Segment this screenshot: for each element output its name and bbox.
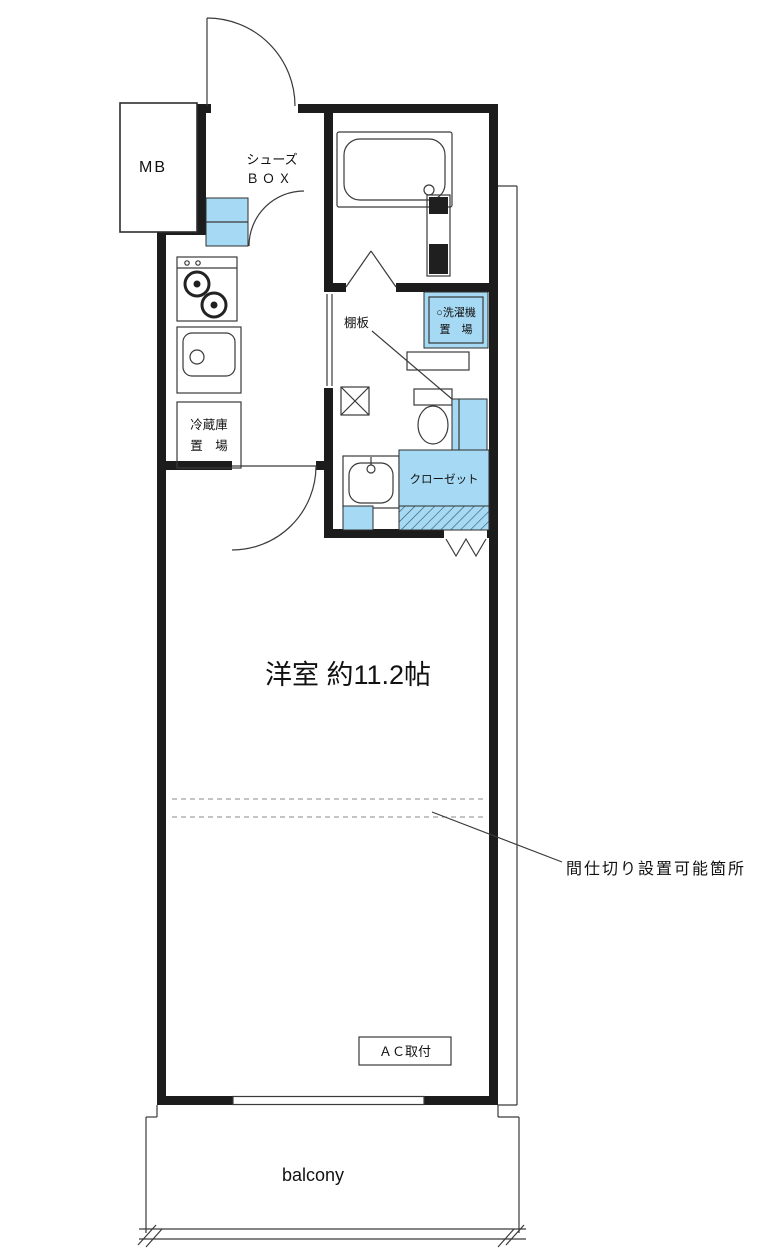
washbasin-cabinet: [342, 505, 374, 531]
washbasin-bowl: [348, 462, 394, 504]
stove-burner-2: [200, 291, 228, 319]
entrance-door-swing: [206, 17, 296, 107]
stove-burner-1: [183, 270, 211, 298]
wall-bottom-left: [157, 1096, 233, 1105]
fridge-place: [176, 401, 242, 469]
wall-right: [489, 104, 498, 1105]
wall-bottom-right: [424, 1096, 498, 1105]
stove-knob-2: [195, 260, 201, 266]
shelf-board-leader-line: [371, 330, 460, 406]
washer-place-label-line2: 置 場: [440, 323, 473, 336]
kitchen-sink-bowl: [182, 332, 236, 377]
main-room-window: [232, 1095, 425, 1106]
stove-burner-1-center: [193, 280, 201, 288]
room-door-swing: [231, 465, 317, 551]
bath-panel-outline: [426, 194, 451, 277]
meter-box: [119, 102, 198, 233]
bath-counter: [429, 197, 448, 214]
bathtub-outer: [336, 131, 453, 208]
wall-room-door-stub: [316, 461, 333, 470]
toilet-shelf-board: [451, 398, 488, 452]
wall-kitchen-bottom: [157, 461, 232, 470]
washer-place-label-line1: ○洗濯機: [436, 305, 476, 319]
balcony-corner-tick-right-2: [497, 1228, 515, 1248]
stove-knob-1: [184, 260, 190, 266]
washroom-counter: [406, 351, 470, 371]
balcony-corner-tick-right-1: [505, 1224, 525, 1246]
washbasin-faucet: [366, 464, 376, 474]
bath-folding-door-left: [345, 250, 372, 288]
stove-burner-2-center: [210, 301, 218, 309]
wall-bathroom-bottom-left: [324, 283, 346, 292]
meter-box-label: MB: [139, 159, 167, 176]
washer-pan: [428, 296, 484, 344]
fridge-place-label-line2: 置 場: [190, 439, 228, 453]
closet-folding-door: [445, 537, 487, 558]
closet-hatch-area: [398, 505, 490, 531]
wall-left: [157, 226, 166, 1105]
closet-label: クローゼット: [410, 473, 479, 486]
pipe-space-box: [340, 386, 370, 416]
bath-folding-door-right: [370, 250, 397, 288]
shoe-box-label-line1: シューズ: [246, 152, 297, 167]
wall-bathroom-bottom-right: [396, 283, 498, 292]
kitchen-sink-counter: [176, 326, 242, 394]
washer-place: [423, 291, 489, 349]
toilet-bowl: [417, 405, 449, 445]
bath-cabinet: [429, 244, 448, 274]
wall-service-bottom-right: [487, 529, 498, 538]
toilet-tank: [413, 388, 453, 406]
wall-entrance-left: [197, 104, 206, 235]
ac-mount-box: [358, 1036, 452, 1066]
shoe-box-label-line2: ＢＯＸ: [246, 171, 294, 186]
ac-mount-label: ＡＣ取付: [379, 1044, 431, 1059]
wall-service-bottom-left: [324, 529, 444, 538]
pipe-space-cross-b: [340, 386, 370, 416]
balcony-corner-tick-left-2: [145, 1228, 163, 1248]
wall-bathroom-left: [324, 104, 333, 292]
shelf-board-label: 棚板: [344, 315, 370, 330]
balcony-label: balcony: [282, 1165, 344, 1185]
main-room-label: 洋室 約11.2帖: [265, 660, 431, 690]
partition-note-label: 間仕切り設置可能箇所: [566, 860, 746, 878]
balcony-corner-tick-left-1: [137, 1224, 157, 1246]
partition-leader-line: [431, 811, 563, 863]
kitchen-sink-drain: [189, 349, 205, 365]
stove-unit: [176, 256, 238, 322]
bathtub-drain: [423, 184, 435, 196]
hall-door-swing: [248, 190, 305, 247]
wall-top-right: [298, 104, 498, 113]
bathtub-inner: [343, 138, 446, 201]
fridge-place-label-line1: 冷蔵庫: [190, 418, 228, 432]
